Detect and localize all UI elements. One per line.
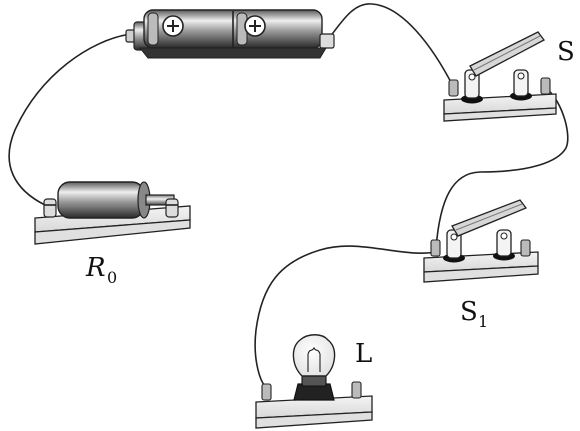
- switch-s: [443, 31, 557, 122]
- wire-battery-to-resistor: [8, 33, 132, 206]
- resistor-label-subscript: 0: [107, 268, 117, 287]
- wire-battery-to-switch-s: [325, 3, 455, 89]
- switch-s1-label-subscript: 1: [478, 312, 488, 331]
- battery-cell-1-plus-icon: [162, 15, 184, 37]
- battery-pack: [125, 9, 335, 59]
- switch-s-label: S: [557, 37, 575, 67]
- wires: [8, 3, 569, 389]
- wire-switch-s-to-switch-s1: [435, 89, 569, 249]
- resistor-label: R: [85, 253, 106, 283]
- battery-cell-2-plus-icon: [244, 15, 266, 37]
- switch-s1-label: S: [460, 297, 478, 327]
- wire-switch-s1-to-lamp: [254, 245, 437, 389]
- lamp-label: L: [355, 339, 372, 369]
- switch-s1: [423, 199, 539, 283]
- resistor-r0: [34, 181, 191, 245]
- lamp-l: [255, 334, 373, 429]
